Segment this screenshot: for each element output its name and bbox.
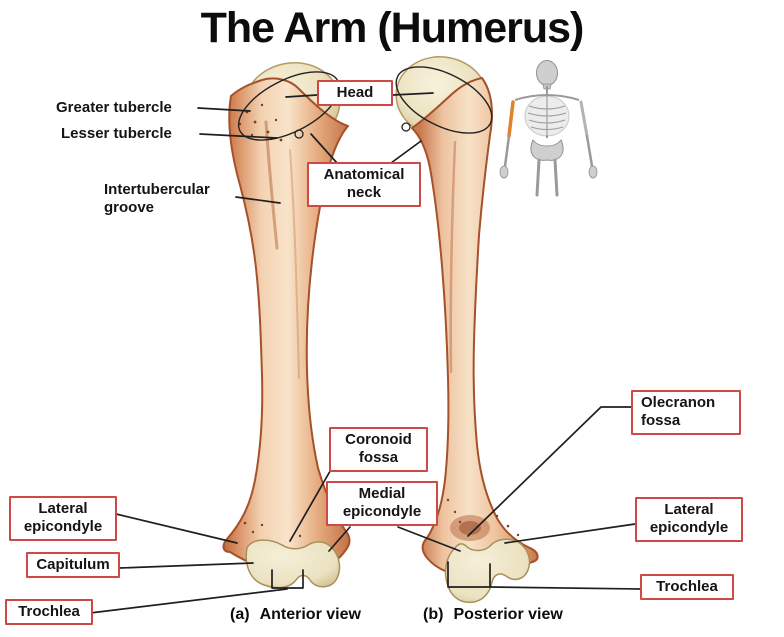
highlighted-humerus-segment — [507, 100, 515, 138]
caption-anterior-marker: (a) — [230, 606, 250, 623]
label-intertubercular-groove: Intertubercular groove — [104, 181, 210, 217]
caption-posterior-text: Posterior view — [453, 606, 563, 623]
caption-posterior-view: (b) Posterior view — [423, 606, 563, 624]
label-head: Head — [317, 80, 393, 107]
skeleton-inset-figure — [499, 60, 598, 197]
caption-anterior-view: (a) Anterior view — [230, 606, 361, 624]
label-trochlea-posterior: Trochlea — [640, 574, 734, 601]
caption-posterior-marker: (b) — [423, 606, 444, 623]
label-lateral-epicondyle-anterior: Lateral epicondyle — [9, 496, 117, 541]
label-lateral-epicondyle-posterior: Lateral epicondyle — [635, 497, 743, 542]
label-anatomical-neck: Anatomical neck — [307, 162, 421, 207]
trochlea-posterior-shape — [444, 538, 531, 604]
label-lesser-tubercle: Lesser tubercle — [61, 125, 172, 142]
page-title: The Arm (Humerus) — [200, 4, 585, 52]
label-greater-tubercle: Greater tubercle — [56, 99, 172, 116]
label-coronoid-fossa: Coronoid fossa — [329, 427, 428, 472]
leader-lines — [89, 92, 641, 614]
caption-anterior-text: Anterior view — [259, 606, 361, 623]
label-capitulum: Capitulum — [26, 552, 120, 579]
label-medial-epicondyle: Medial epicondyle — [326, 481, 438, 526]
posterior-humerus-figure — [395, 56, 539, 604]
label-trochlea-anterior: Trochlea — [5, 599, 93, 626]
posterior-speckles — [446, 498, 520, 537]
anatomical-neck-ring-posterior — [395, 66, 493, 134]
label-olecranon-fossa: Olecranon fossa — [631, 390, 741, 435]
tubercle-speckles — [238, 103, 302, 538]
